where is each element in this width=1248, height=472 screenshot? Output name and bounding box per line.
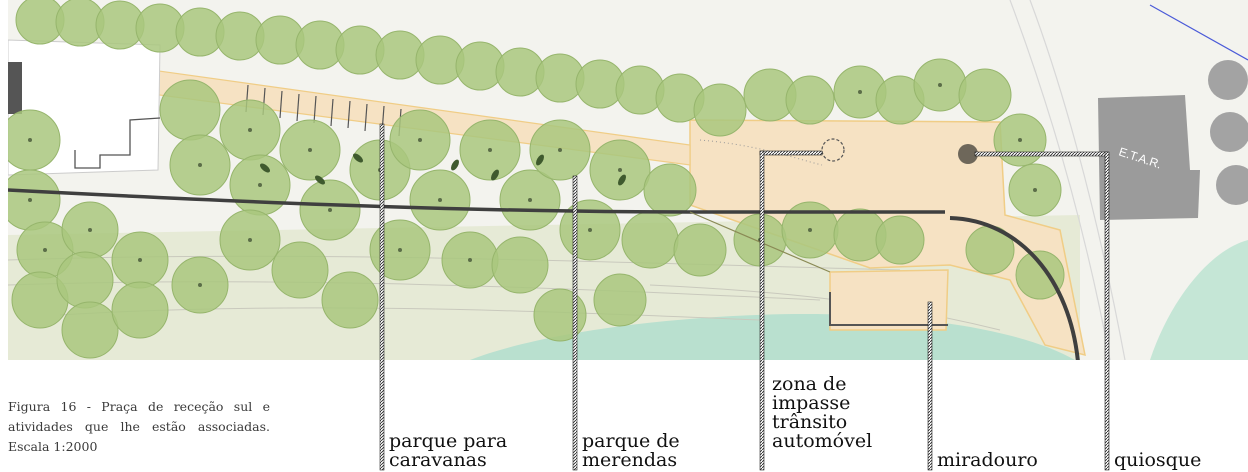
turnaround-circle [821, 138, 845, 162]
main-road [8, 188, 945, 214]
viewpoint-wall [829, 292, 948, 326]
curved-path [949, 216, 1080, 360]
building-outline [74, 117, 161, 169]
tank-1 [1208, 60, 1248, 100]
label-caravan-park-line-1: parque para [389, 430, 508, 452]
tank-2 [1210, 112, 1248, 152]
label-turnaround-line-2: impasse [772, 392, 851, 414]
leader-picnic-park [572, 175, 578, 471]
figure-caption: Figura 16 - Praça de receção sul e ativi… [8, 399, 270, 454]
tree-trunks [28, 83, 1037, 287]
leader-kiosk-h [974, 151, 1108, 157]
label-picnic-park: parque de merendas [582, 432, 680, 470]
etar-building [1098, 95, 1200, 220]
leader-lines [379, 123, 1110, 471]
leader-kiosk-v [1104, 151, 1110, 471]
kiosk-marker [958, 144, 978, 164]
leader-turnaround-h [759, 150, 823, 156]
label-kiosk: quiosque [1114, 449, 1202, 471]
boundary-line [1149, 4, 1248, 61]
label-caravan-park: parque para caravanas [389, 432, 507, 470]
label-viewpoint: miradouro [937, 449, 1038, 471]
service-track [1009, 0, 1111, 360]
water-body-east [1150, 240, 1248, 360]
label-picnic-park-line-1: parque de [582, 430, 680, 452]
label-turnaround-line-1: zona de [772, 373, 847, 395]
service-track-2 [1029, 0, 1126, 360]
caravan-slots [245, 84, 402, 137]
label-turnaround-line-4: automóvel [772, 430, 873, 452]
picnic-tables [260, 153, 626, 186]
building-dark-block [8, 62, 22, 114]
leader-viewpoint [927, 301, 933, 471]
leader-turnaround-v [759, 150, 765, 471]
label-turnaround: zona de impasse trânsito automóvel [772, 375, 872, 451]
label-caravan-park-line-2: caravanas [389, 449, 487, 471]
tank-3 [1216, 165, 1248, 205]
label-picnic-park-line-2: merendas [582, 449, 678, 471]
leader-caravan-park [379, 123, 385, 471]
label-turnaround-line-3: trânsito [772, 411, 848, 433]
